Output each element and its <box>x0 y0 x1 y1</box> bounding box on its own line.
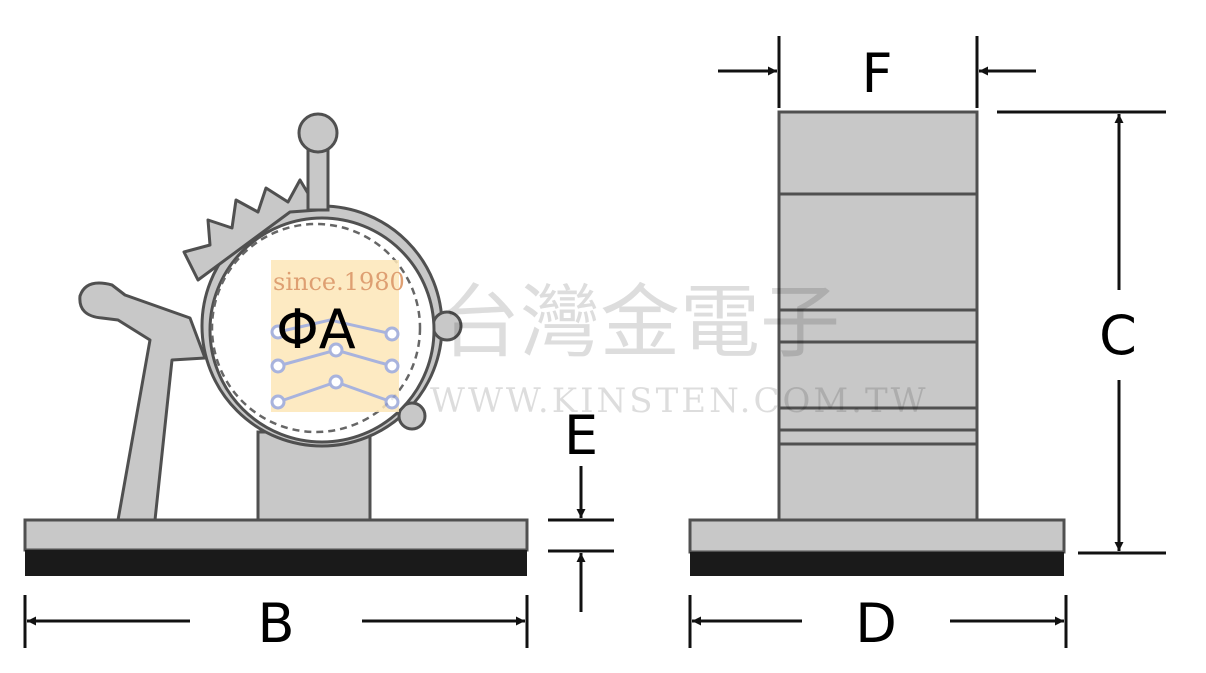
top-knob <box>297 112 339 154</box>
lever-arm <box>78 281 207 522</box>
cable-outline-dashed <box>210 222 422 434</box>
side-nub-bottom <box>397 401 427 431</box>
label-d: D <box>855 592 897 655</box>
front-base-plate <box>23 518 529 552</box>
dimension-lines <box>23 36 1166 648</box>
watermark-company: 台灣金電子 <box>440 276 840 369</box>
kinsten-logo: since.1980 <box>270 260 405 412</box>
label-b: B <box>257 592 294 655</box>
label-e: E <box>564 404 598 467</box>
side-body <box>777 110 979 524</box>
front-adhesive-pad <box>25 550 527 576</box>
label-c: C <box>1099 304 1137 367</box>
side-body-grooves <box>779 192 977 446</box>
logo-text: since.1980 <box>273 268 405 296</box>
label-f: F <box>861 42 892 105</box>
watermark-url: WWW.KINSTEN.COM.TW <box>430 381 929 421</box>
side-base-plate <box>688 518 1066 554</box>
side-view <box>688 110 1066 576</box>
label-phi-a: ΦA <box>276 298 356 361</box>
side-adhesive-pad <box>690 552 1064 576</box>
